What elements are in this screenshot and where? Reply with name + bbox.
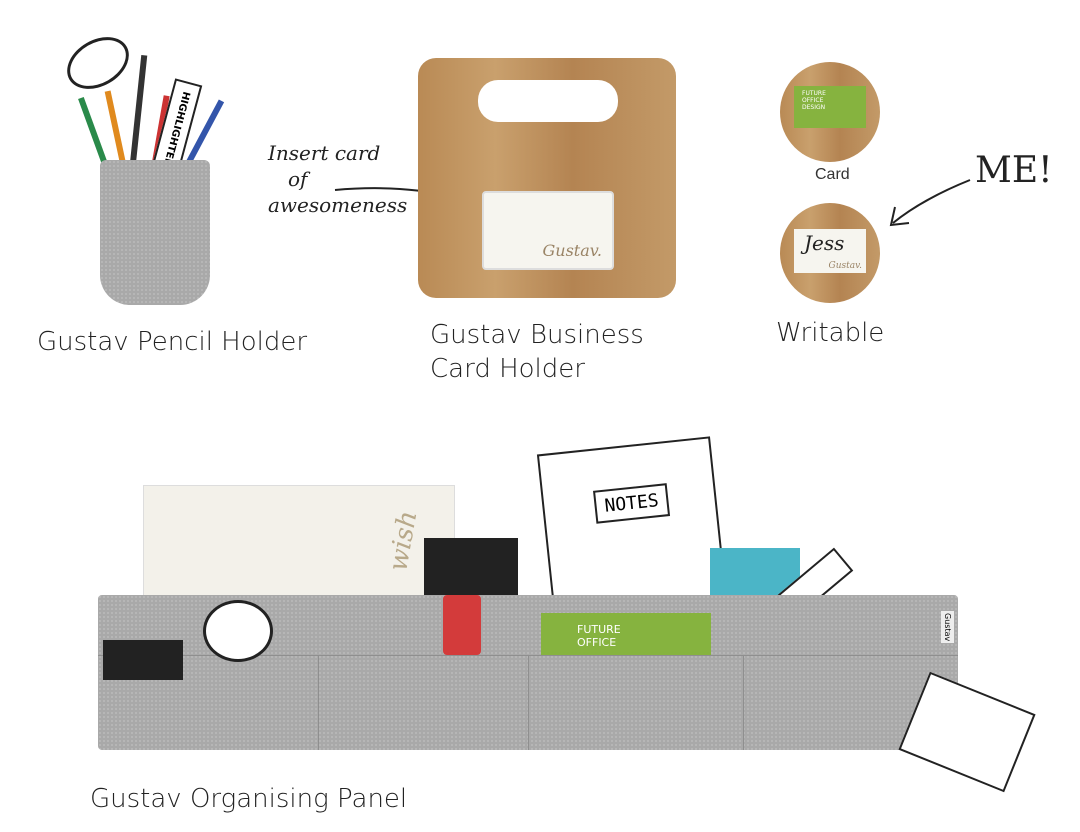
- writable-caption: Writable: [776, 318, 885, 348]
- insert-card-annotation: Insert card of awesomeness: [268, 140, 407, 218]
- notebook: NOTES: [536, 436, 728, 618]
- panel-tag: Gustav: [941, 611, 954, 644]
- card-text: DESIGN: [802, 104, 826, 111]
- card-text: FUTURE: [802, 90, 826, 97]
- card-brand: Gustav.: [828, 261, 862, 271]
- book-text: wish: [383, 508, 424, 574]
- written-card: Jess Gustav.: [794, 229, 866, 273]
- pencil-holder-illustration: HIGHLIGHTER: [55, 26, 255, 310]
- caption-line: Gustav Business: [430, 320, 644, 350]
- felt-cup: [100, 160, 210, 305]
- me-annotation: ME!: [975, 150, 1053, 191]
- card-text: OFFICE: [802, 97, 824, 104]
- business-card: Gustav.: [482, 191, 614, 270]
- caption-line: Card Holder: [430, 354, 585, 384]
- card-brand: Gustav.: [542, 241, 603, 260]
- writable-circle: Jess Gustav.: [780, 203, 880, 303]
- green-card: FUTURE OFFICE DESIGN: [794, 86, 866, 128]
- arrow-icon: [889, 179, 971, 227]
- written-name: Jess: [804, 231, 845, 255]
- scissors-icon: [57, 26, 139, 100]
- notes-label: NOTES: [593, 483, 671, 524]
- pencil-holder-caption: Gustav Pencil Holder: [37, 327, 308, 357]
- binder-clip: [103, 640, 183, 680]
- organising-panel-caption: Gustav Organising Panel: [90, 784, 408, 814]
- card-holder-caption: Gustav Business Card Holder: [430, 318, 644, 386]
- felt-panel: FUTURE OFFICE Gustav: [98, 595, 958, 750]
- book: wish: [143, 485, 455, 607]
- card-holder-illustration: Gustav.: [418, 58, 676, 298]
- annotation-line: of: [288, 167, 308, 191]
- green-card: FUTURE OFFICE: [541, 613, 711, 655]
- card-circle: FUTURE OFFICE DESIGN: [780, 62, 880, 162]
- annotation-line: awesomeness: [268, 193, 408, 217]
- tape-dispenser: [203, 600, 273, 662]
- annotation-line: Insert card: [268, 141, 381, 165]
- usb-stick: [443, 595, 481, 655]
- card-text: FUTURE OFFICE: [577, 623, 621, 649]
- card-label: Card: [815, 166, 850, 183]
